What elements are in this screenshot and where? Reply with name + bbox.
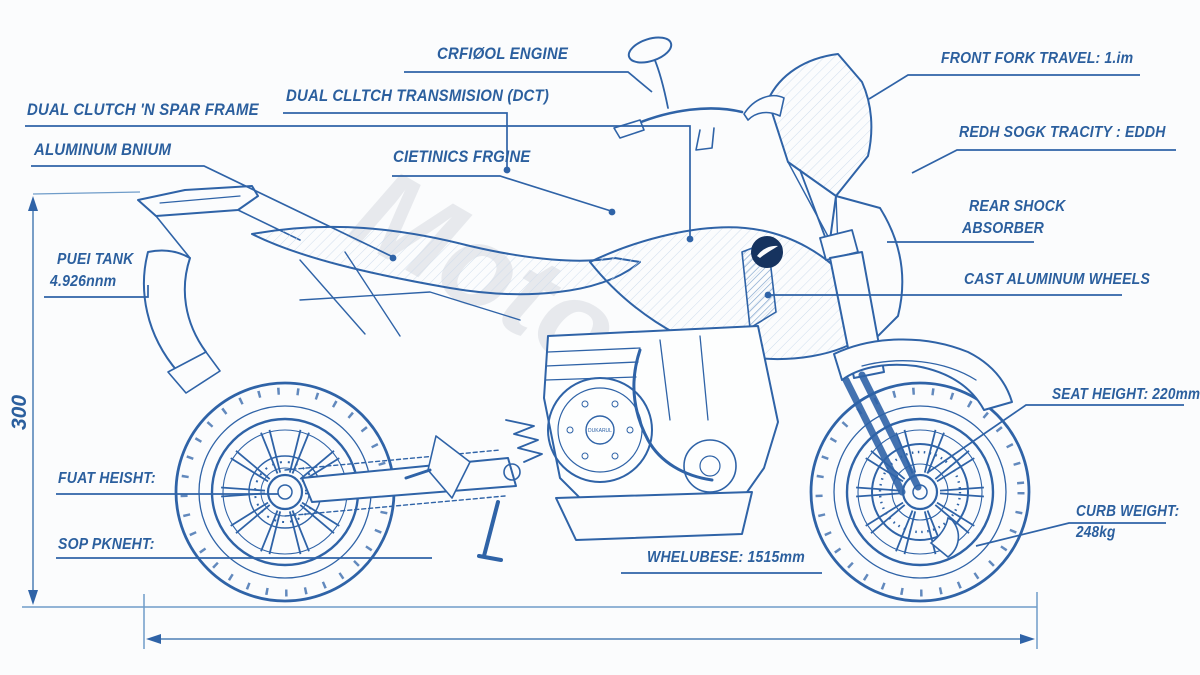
height-dimension-value: 300 bbox=[8, 395, 31, 430]
leader-fuel-tank bbox=[44, 285, 149, 298]
leader-dots bbox=[389, 166, 772, 299]
skid-plate bbox=[555, 491, 753, 541]
motorcycle-drawing bbox=[137, 36, 1013, 562]
rear-shock bbox=[505, 419, 543, 463]
label-rear-height: SOP PKNEHT: bbox=[58, 536, 155, 553]
leader-front-fork bbox=[868, 74, 1140, 100]
kickstand bbox=[477, 500, 503, 562]
label-rear-shock-line2: ABSORBER bbox=[962, 219, 1044, 237]
front-brake-caliper bbox=[929, 516, 960, 559]
label-rear-suspension: REDH SOGK TRACITY : EDDH bbox=[959, 124, 1166, 141]
label-frame: DUAL CLUTCH 'N SPAR FRAME bbox=[27, 100, 259, 119]
windscreen bbox=[767, 53, 873, 197]
leader-engine-top bbox=[404, 71, 653, 93]
label-fuel-tank: PUEI TANK 4.926nnm bbox=[50, 249, 133, 292]
label-transmission: DUAL CLLTCH TRANSMISION (DCT) bbox=[286, 86, 549, 105]
label-front-fork: FRONT FORK TRAVEL: 1.im bbox=[941, 50, 1134, 67]
subframe-lines bbox=[299, 251, 521, 337]
label-wheelbase: WHELUBESE: 1515mm bbox=[647, 549, 805, 566]
leader-seat-height bbox=[926, 404, 1184, 474]
leader-subframe bbox=[31, 165, 394, 258]
label-seat-height: SEAT HEIGHT: 220mm bbox=[1052, 386, 1200, 403]
rear-fender bbox=[142, 249, 207, 373]
dimension-arrowheads bbox=[28, 196, 1035, 644]
leader-lines bbox=[25, 71, 1184, 574]
handlebar bbox=[613, 36, 785, 151]
honda-wing-logo bbox=[751, 236, 783, 268]
leader-engine-mid bbox=[392, 175, 612, 212]
label-fuel-tank-line2: 4.926nnm bbox=[50, 272, 117, 290]
label-curb-weight-line1: CURB WEIGHT: bbox=[1076, 503, 1180, 520]
leader-rear-suspension bbox=[911, 149, 1176, 174]
engine bbox=[543, 325, 779, 541]
label-fuel-tank-line1: PUEI TANK bbox=[57, 251, 134, 268]
leader-transmission bbox=[283, 112, 508, 168]
dimension-lines bbox=[22, 191, 1038, 649]
label-wheels: CAST ALUMINUM WHEELS bbox=[964, 271, 1151, 288]
footpeg-bracket bbox=[404, 435, 471, 499]
exhaust-pipe bbox=[632, 348, 714, 482]
label-rear-shock-line1: REAR SHOCK bbox=[969, 198, 1066, 215]
front-wheel bbox=[811, 383, 1029, 601]
label-engine-top: CRFIØOL ENGINE bbox=[437, 44, 569, 63]
leader-frame bbox=[25, 125, 691, 237]
mirror bbox=[627, 36, 673, 64]
label-front-height: FUAT HEISHT: bbox=[58, 470, 156, 487]
engine-bolts bbox=[566, 400, 634, 460]
leader-curb-weight bbox=[975, 522, 1166, 547]
label-subframe: ALUMINUM BNIUM bbox=[34, 140, 172, 159]
label-curb-weight-line2: 248kg bbox=[1076, 523, 1116, 541]
front-fender bbox=[833, 338, 1013, 411]
handguard bbox=[743, 94, 785, 121]
front-brake-disc bbox=[871, 443, 969, 559]
label-engine-mid: CIETINICS FRGINE bbox=[393, 147, 531, 166]
label-curb-weight: CURB WEIGHT: 248kg bbox=[1076, 502, 1179, 544]
engine-badge-text: DUKARUL bbox=[588, 428, 612, 434]
label-rear-shock: REAR SHOCK ABSORBER bbox=[962, 196, 1065, 239]
swingarm bbox=[284, 449, 521, 517]
